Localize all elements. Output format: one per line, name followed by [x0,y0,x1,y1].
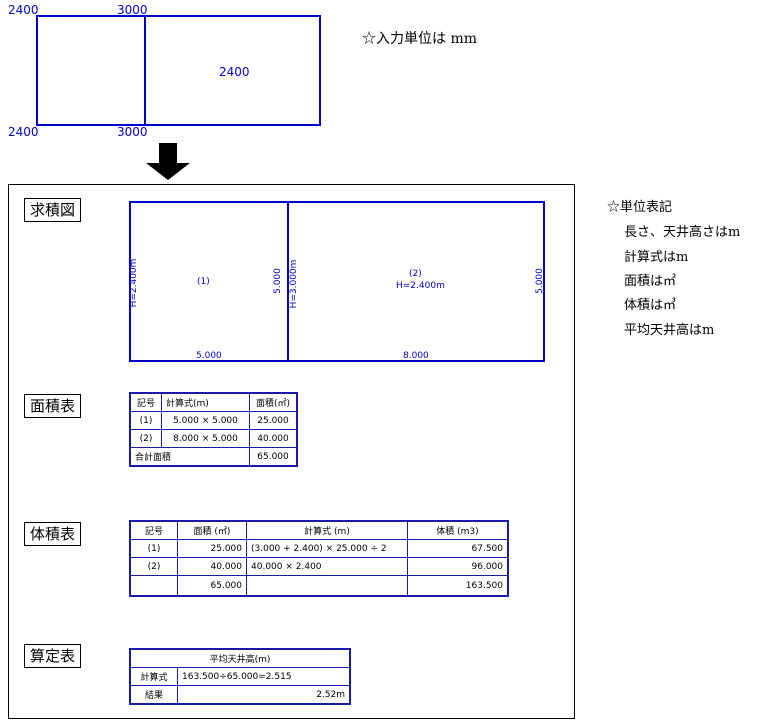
input-dim-top-mid: 3000 [117,3,148,17]
volume-table-header-area: 面積 (㎡) [177,520,247,540]
area-table-cell: (1) [129,411,162,430]
volume-table: 記号 面積 (㎡) 計算式 (m) 体積 (m3) (1) 25.000 (3.… [129,520,509,597]
area-diagram-divider [287,201,289,362]
area-table-header-formula: 計算式(m) [161,392,250,412]
area-table-cell: (2) [129,429,162,448]
diagram-room-2: (2) [409,269,422,279]
area-table-cell: 5.000 × 5.000 [161,411,250,430]
volume-table-header-volume: 体積 (m3) [407,520,509,540]
diagram-left-height: H=2.400m [129,258,139,308]
calc-table-formula: 163.500÷65.000=2.515 [177,667,351,686]
diagram-right-dim: 5.000 [535,268,545,294]
table-row: (1) 25.000 (3.000 + 2.400) × 25.000 ÷ 2 … [129,539,509,558]
unit-notes-title: ☆単位表記 [607,200,673,215]
input-unit-note: ☆入力単位は mm [362,31,478,47]
diagram-bottom-right-dim: 8.000 [403,351,429,361]
calc-table-result: 2.52m [177,685,351,705]
sheet-frame [8,184,575,719]
volume-table-header-formula: 計算式 (m) [246,520,408,540]
diagram-right-room-height: H=2.400m [396,281,445,291]
table-row: (2) 40.000 40.000 × 2.400 96.000 [129,557,509,576]
volume-table-cell: (1) [129,539,178,558]
diagram-mid-height: H=3.000m [289,259,299,309]
unit-note-line: 面積は㎡ [624,274,677,289]
volume-table-cell: (3.000 + 2.400) × 25.000 ÷ 2 [246,539,408,558]
area-table-header-symbol: 記号 [129,392,162,412]
section-label-menseki-hyo: 面積表 [24,394,82,418]
volume-table-cell: 96.000 [407,557,509,576]
calc-table-header: 平均天井高(m) [129,648,351,668]
area-table-total-label: 合計面積 [129,447,250,467]
table-row: 結果 2.52m [129,685,351,705]
calc-table-result-label: 結果 [129,685,178,705]
table-row: 65.000 163.500 [129,575,509,597]
unit-note-line: 長さ、天井高さはm [624,225,741,240]
table-row: 計算式 163.500÷65.000=2.515 [129,667,351,686]
volume-table-cell: 40.000 [177,557,247,576]
area-table-cell: 25.000 [249,411,298,430]
table-row: 合計面積 65.000 [129,447,298,467]
diagram-bottom-left-dim: 5.000 [196,351,222,361]
volume-table-cell [246,575,408,597]
diagram-mid-dim: 5.000 [273,268,283,294]
volume-table-cell: (2) [129,557,178,576]
area-diagram [129,201,545,362]
volume-table-cell: 65.000 [177,575,247,597]
input-sketch [36,15,321,126]
table-row: (2) 8.000 × 5.000 40.000 [129,429,298,448]
input-dim-bottom-left: 2400 [8,125,39,139]
unit-note-line: 計算式はm [624,250,689,265]
area-table-cell: 8.000 × 5.000 [161,429,250,448]
area-table-cell: 40.000 [249,429,298,448]
input-dim-center: 2400 [219,65,250,79]
table-row: 記号 面積 (㎡) 計算式 (m) 体積 (m3) [129,520,509,540]
volume-table-header-symbol: 記号 [129,520,178,540]
input-dim-top-left: 2400 [8,3,39,17]
area-table-total-value: 65.000 [249,447,298,467]
section-label-kyuseki-zu: 求積図 [24,198,82,222]
volume-table-cell: 25.000 [177,539,247,558]
volume-table-cell: 67.500 [407,539,509,558]
calc-table: 平均天井高(m) 計算式 163.500÷65.000=2.515 結果 2.5… [129,648,351,705]
down-arrow-icon [146,143,190,180]
volume-table-cell: 163.500 [407,575,509,597]
calc-table-formula-label: 計算式 [129,667,178,686]
table-row: 記号 計算式(m) 面積(㎡) [129,392,298,412]
table-row: 平均天井高(m) [129,648,351,668]
input-dim-bottom-mid: 3000 [117,125,148,139]
table-row: (1) 5.000 × 5.000 25.000 [129,411,298,430]
area-table-header-area: 面積(㎡) [249,392,298,412]
unit-note-line: 平均天井高はm [624,323,715,338]
volume-table-cell: 40.000 × 2.400 [246,557,408,576]
volume-table-cell [129,575,178,597]
area-table: 記号 計算式(m) 面積(㎡) (1) 5.000 × 5.000 25.000… [129,392,298,467]
input-sketch-divider [144,15,146,126]
diagram-room-1: (1) [197,277,210,287]
unit-note-line: 体積は㎥ [624,298,677,313]
section-label-taiseki-hyo: 体積表 [24,522,82,546]
section-label-santei-hyo: 算定表 [24,644,82,668]
